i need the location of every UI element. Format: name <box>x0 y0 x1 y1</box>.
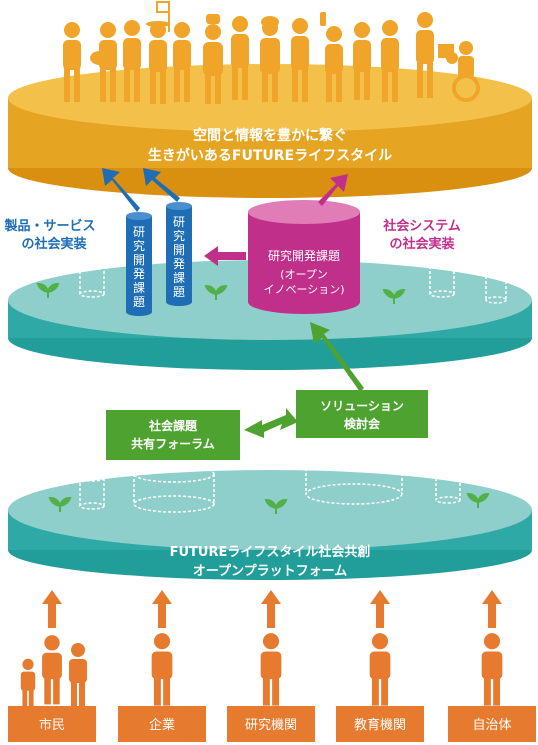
solution-forum-line1: ソリューション <box>320 399 404 413</box>
magenta-cylinder-line1: 研究開発課題 <box>268 248 340 263</box>
person-icon <box>151 633 173 706</box>
top-platform-line2: 生きがいあるFUTUREライフスタイル <box>148 147 392 164</box>
blue-arrow-icon <box>102 168 180 212</box>
stakeholder-2: 企業 <box>118 590 206 742</box>
up-arrow-icon <box>261 590 281 628</box>
bottom-platform-line1: FUTUREライフスタイル社会共創 <box>170 544 371 560</box>
stakeholder-label: 企業 <box>149 717 175 733</box>
stakeholder-label: 市民 <box>39 717 65 733</box>
top-platform-line1: 空間と情報を豊かに繋ぐ <box>193 127 347 144</box>
up-arrow-icon <box>152 590 172 628</box>
green-up-arrow-icon <box>310 322 364 392</box>
left-label-line2: の社会実装 <box>21 236 86 252</box>
magenta-cylinder-line2: (オープン <box>280 268 328 281</box>
stakeholder-label: 教育機関 <box>354 717 406 733</box>
stakeholder-row: 市民 企業 研究機関 教育機関 自治体 <box>8 590 536 742</box>
blue-cylinder-2 <box>166 202 192 306</box>
sprout-icon <box>36 282 406 304</box>
magenta-cylinder-line3: イノベーション) <box>263 283 344 296</box>
left-label-line1: 製品・サービス <box>3 218 95 234</box>
bottom-platform <box>8 470 532 580</box>
sprout-icon <box>48 492 490 514</box>
dashed-cylinder-icon <box>79 252 507 304</box>
magenta-arrow-icon <box>204 174 348 266</box>
people-crowd-icon <box>63 1 480 104</box>
stakeholder-5: 自治体 <box>448 590 536 742</box>
shared-forum-line2: 共有フォーラム <box>131 436 215 451</box>
dashed-cylinder-icon <box>79 447 461 513</box>
blue-cylinder-1-label: 研究開発課題 <box>133 225 145 309</box>
stakeholder-label: 自治体 <box>472 718 511 733</box>
stakeholder-label: 研究機関 <box>245 718 297 733</box>
blue-cylinder-1 <box>126 212 152 316</box>
blue-cylinder-2-label: 研究開発課題 <box>173 215 185 299</box>
stakeholder-3: 研究機関 <box>227 590 315 742</box>
stakeholder-label-box <box>448 706 536 742</box>
right-label-line2: の社会実装 <box>389 236 454 252</box>
bottom-platform-line2: オープンプラットフォーム <box>193 564 347 579</box>
shared-forum-box <box>106 410 240 460</box>
solution-forum-line2: 検討会 <box>344 416 381 431</box>
up-arrow-icon <box>482 590 502 628</box>
stakeholder-label-box <box>8 706 96 742</box>
right-label-line1: 社会システム <box>382 218 461 234</box>
stakeholder-4: 教育機関 <box>336 590 424 742</box>
person-icon <box>369 633 391 706</box>
solution-forum-box <box>296 390 428 438</box>
stakeholder-1: 市民 <box>8 590 96 742</box>
person-icon <box>481 633 503 706</box>
up-arrow-icon <box>370 590 390 628</box>
magenta-cylinder <box>248 200 360 314</box>
stakeholder-label-box <box>336 706 424 742</box>
stakeholder-label-box <box>227 706 315 742</box>
person-icon <box>260 633 282 706</box>
stakeholder-label-box <box>118 706 206 742</box>
double-arrow-icon <box>244 408 298 438</box>
up-arrow-icon <box>42 590 62 628</box>
shared-forum-line1: 社会課題 <box>148 418 198 433</box>
person-icon <box>20 635 87 710</box>
